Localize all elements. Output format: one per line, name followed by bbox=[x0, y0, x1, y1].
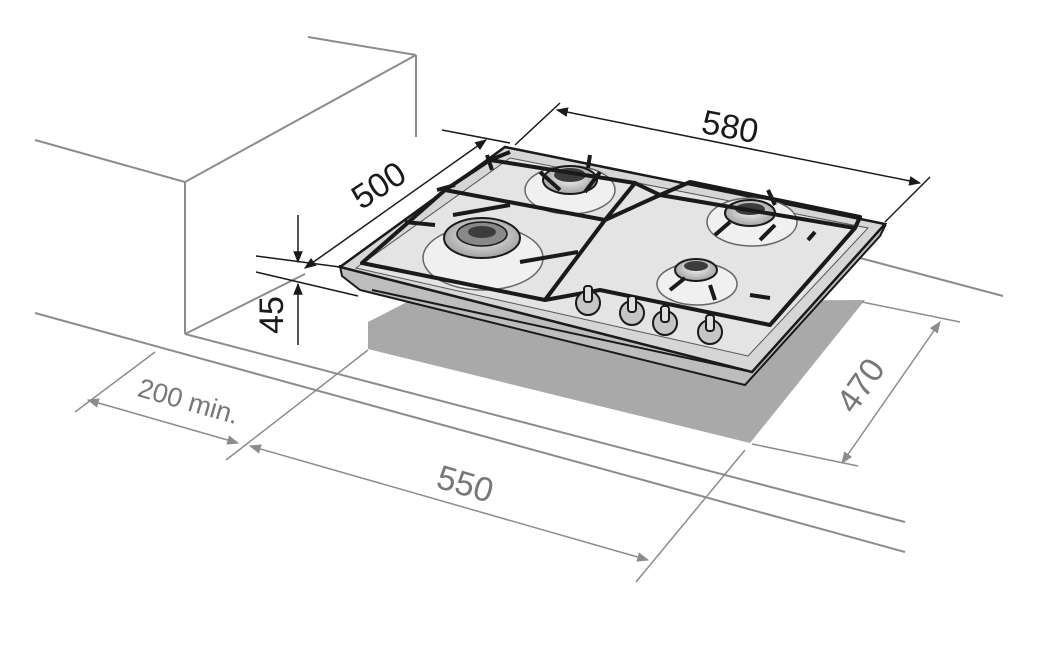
worktop bbox=[34, 139, 1004, 553]
dimension-45-label: 45 bbox=[253, 296, 291, 334]
control-knob bbox=[619, 295, 645, 326]
control-knob bbox=[652, 305, 678, 336]
dimension-200-min: 200 min. bbox=[74, 351, 243, 445]
control-knob bbox=[697, 314, 723, 345]
dimension-200-min-label: 200 min. bbox=[135, 373, 243, 430]
dimension-470-label: 470 bbox=[829, 352, 893, 420]
control-knobs bbox=[575, 285, 723, 345]
dimension-45: 45 bbox=[253, 215, 359, 345]
dimension-550-label: 550 bbox=[433, 458, 498, 510]
dimension-500-label: 500 bbox=[345, 154, 413, 217]
wall-cabinet bbox=[184, 36, 417, 335]
control-knob bbox=[575, 285, 601, 316]
burner-wok bbox=[443, 217, 521, 259]
burner-front-right bbox=[674, 258, 718, 282]
dimension-580-label: 580 bbox=[699, 103, 762, 151]
